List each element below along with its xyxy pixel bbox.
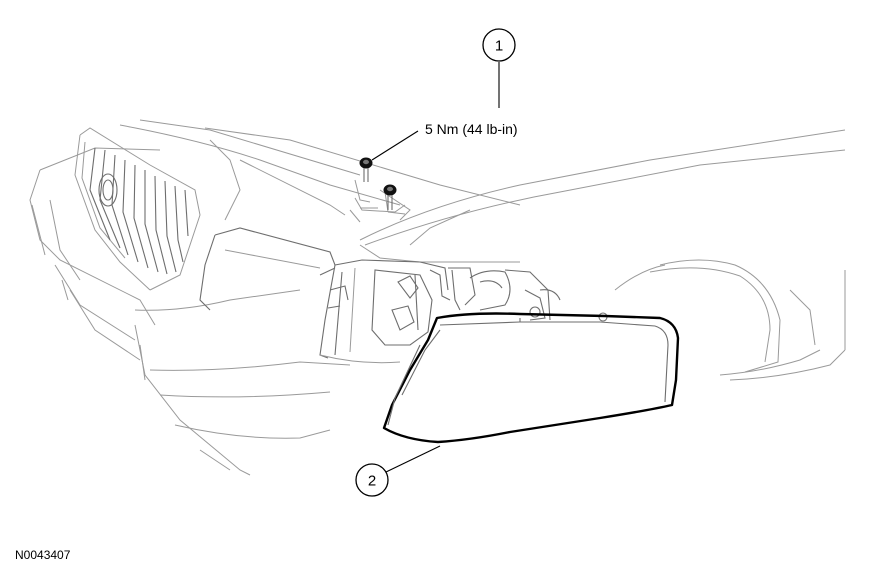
bolt-icon	[359, 157, 373, 182]
torque-leader-line	[371, 130, 419, 161]
hood-bolts	[359, 157, 397, 210]
headlamp-assembly	[382, 312, 680, 444]
callout-2: 2	[355, 445, 441, 497]
vehicle-body-outline	[29, 119, 846, 476]
figure-id: N0043407	[15, 548, 71, 562]
bolt-icon	[383, 184, 397, 210]
torque-spec-label: 5 Nm (44 lb-in)	[425, 121, 518, 137]
callout-2-leader	[385, 445, 441, 473]
callout-1: 1	[371, 28, 516, 161]
callout-1-circle	[482, 28, 516, 62]
callout-2-circle	[355, 463, 389, 497]
callout-1-number: 1	[495, 38, 503, 55]
callout-2-number: 2	[368, 473, 376, 490]
